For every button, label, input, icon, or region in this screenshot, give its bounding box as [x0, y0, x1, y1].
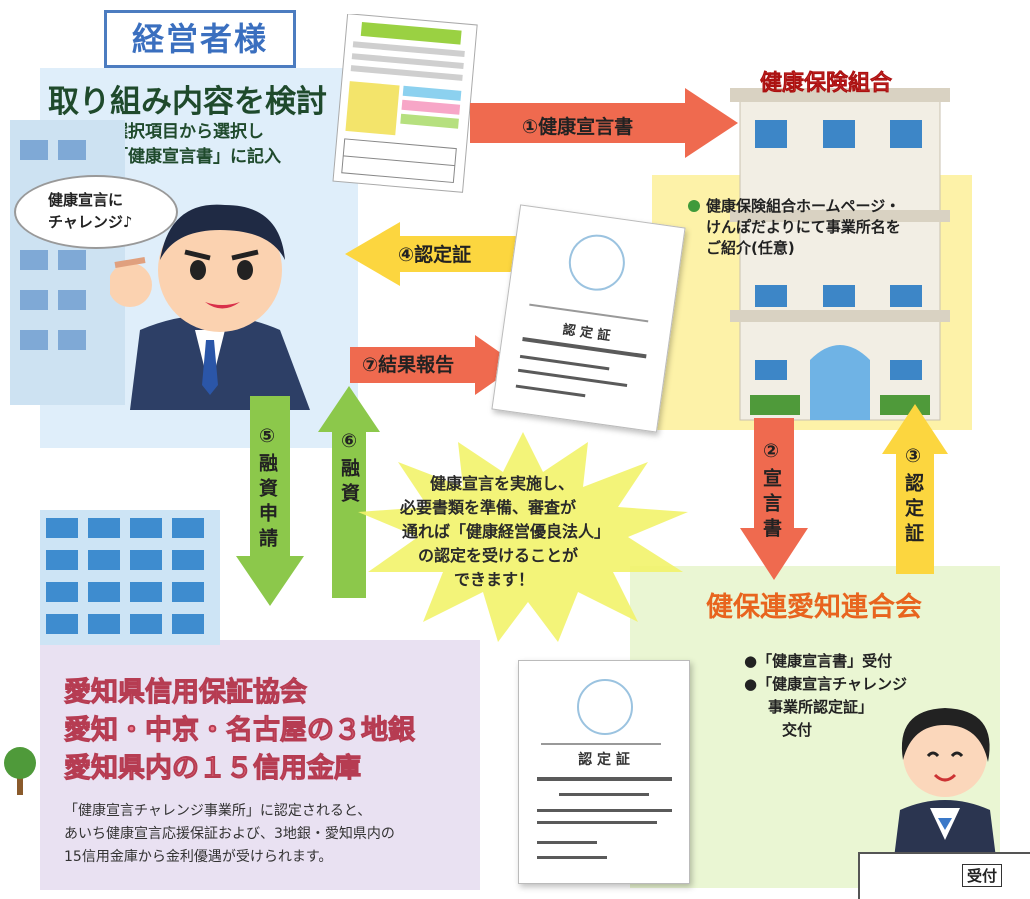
arrow-7-report	[350, 335, 518, 395]
owner-title: 経営者様	[104, 10, 296, 68]
burst-line4: の認定を受けることが	[418, 546, 579, 565]
reception-desk-sign: 受付	[962, 864, 1003, 887]
union-sign: 健康保険組合	[760, 71, 893, 97]
arrow-5-loan-application	[236, 396, 304, 606]
certificate-document-top: 認 定 証	[491, 204, 686, 433]
arrow-3-certificate	[882, 404, 948, 574]
speech-line2: チャレンジ♪	[48, 213, 133, 231]
federation-item2-line1: ●「健康宣言チャレンジ	[744, 675, 907, 693]
arrow-1-label: ①健康宣言書	[522, 116, 634, 138]
arrow-3-label: ③認定証	[902, 445, 924, 548]
burst-line5: できます！	[454, 570, 535, 589]
bank-line2: 愛知・中京・名古屋の３地銀	[64, 715, 416, 747]
union-building-illustration	[730, 88, 950, 421]
arrow-1-declaration	[470, 88, 738, 158]
federation-item1: ●「健康宣言書」受付	[744, 652, 893, 670]
speech-bubble	[14, 175, 178, 249]
federation-title: 健保連愛知連合会	[706, 592, 922, 623]
union-note-line1: 健康保険組合ホームページ・	[706, 197, 901, 215]
bank-panel	[40, 640, 480, 890]
bank-desc-line3: 15信用金庫から金利優遇が受けられます。	[64, 849, 333, 865]
arrow-6-loan	[318, 386, 380, 598]
burst-line2: 必要書類を準備、審査が	[400, 498, 577, 517]
reception-desk	[858, 852, 1030, 899]
federation-item2-line2: 事業所認定証」	[768, 698, 874, 716]
federation-item2-line3: 交付	[782, 721, 813, 739]
bank-line1: 愛知県信用保証協会	[64, 677, 308, 709]
tree-icon	[4, 747, 36, 795]
union-note-bullet	[688, 200, 700, 212]
burst-line3: 通れば「健康経営優良法人」	[402, 522, 611, 541]
arrow-2-declaration	[740, 418, 808, 580]
declaration-form-document	[332, 14, 478, 193]
manager-illustration	[110, 204, 310, 410]
burst-line1: 健康宣言を実施し、	[430, 474, 575, 493]
union-note-line3: ご紹介(任意)	[706, 239, 795, 257]
bank-line3: 愛知県内の１５信用金庫	[64, 753, 362, 785]
certificate-document-bottom: 認 定 証	[518, 660, 690, 884]
arrow-4-label: ④認定証	[398, 244, 472, 266]
arrow-6-label: ⑥融資	[338, 430, 360, 508]
announcement-burst	[358, 432, 688, 642]
speech-line1: 健康宣言に	[48, 191, 124, 209]
bank-desc-line2: あいち健康宣言応援保証および、3地銀・愛知県内の	[64, 826, 395, 842]
bank-building-illustration	[40, 510, 220, 645]
office-building-illustration	[10, 120, 125, 405]
arrow-5-label: ⑤融資申請	[256, 425, 278, 553]
union-note-line2: けんぽだよりにて事業所名を	[706, 218, 901, 236]
arrow-2-label: ②宣言書	[760, 440, 782, 543]
certificate-bottom-title: 認 定 証	[578, 752, 630, 768]
arrow-7-label: ⑦結果報告	[362, 354, 455, 376]
owner-heading: 取り組み内容を検討	[48, 84, 327, 120]
bank-desc-line1: 「健康宣言チャレンジ事業所」に認定されると、	[64, 803, 372, 819]
